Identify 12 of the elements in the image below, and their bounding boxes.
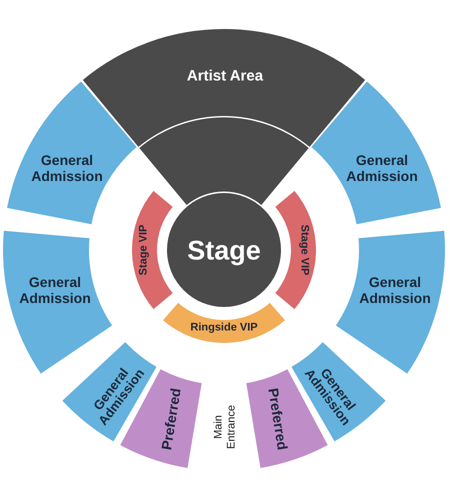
section-label: Preferred [158,387,184,451]
section-label: Stage VIP [298,224,310,276]
section-label: Stage [187,235,261,267]
section-label: Ringside VIP [190,322,258,334]
section-label: General Admission [346,152,418,184]
entrance-label: Main Entrance [212,404,238,450]
section-label: Preferred [265,387,291,451]
section-label: Stage VIP [138,224,150,276]
section-label: Artist Area [186,67,264,85]
section-label: General Admission [359,274,431,306]
section-label: General Admission [31,152,103,184]
section-label: General Admission [19,274,91,306]
